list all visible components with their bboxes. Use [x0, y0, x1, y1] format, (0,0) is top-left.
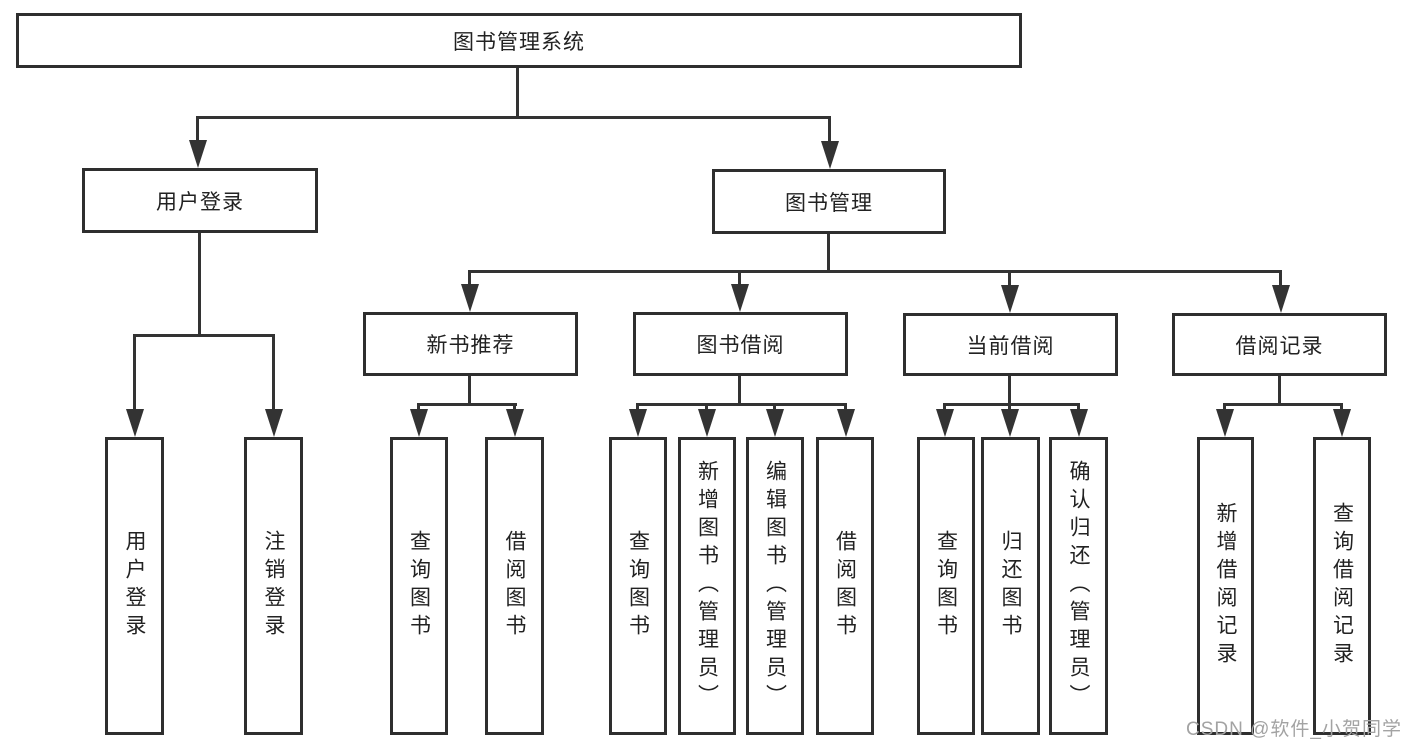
leaf-newbook-borrow-books-label: 借阅图书	[503, 530, 526, 642]
leaf-borrow-query-books-label: 查询图书	[626, 530, 650, 642]
connector-line	[773, 403, 776, 411]
node-new-book-recommend: 新书推荐	[363, 312, 578, 376]
arrow-down-icon	[461, 284, 479, 312]
leaf-newbook-query-books: 查询图书	[390, 437, 448, 735]
arrow-down-icon	[1070, 409, 1088, 437]
node-root: 图书管理系统	[16, 13, 1022, 68]
connector-line	[738, 376, 741, 406]
connector-line	[844, 403, 847, 411]
arrow-down-icon	[1272, 285, 1290, 313]
node-user-login-label: 用户登录	[156, 190, 244, 214]
leaf-borrow-query-books: 查询图书	[609, 437, 667, 735]
leaf-records-query-record: 查询借阅记录	[1313, 437, 1371, 735]
connector-line	[513, 403, 516, 411]
leaf-borrow-borrow-books-label: 借阅图书	[833, 530, 857, 642]
arrow-down-icon	[629, 409, 647, 437]
arrow-down-icon	[1333, 409, 1351, 437]
node-current-borrow-label: 当前借阅	[966, 334, 1055, 358]
connector-line	[468, 270, 471, 286]
connector-line	[1223, 403, 1226, 411]
leaf-borrow-borrow-books: 借阅图书	[816, 437, 874, 735]
leaf-records-add-record: 新增借阅记录	[1197, 437, 1254, 735]
node-borrow-records-label: 借阅记录	[1235, 334, 1324, 358]
connector-line	[827, 234, 830, 272]
connector-line	[516, 68, 519, 118]
node-current-borrow: 当前借阅	[903, 313, 1118, 376]
leaf-borrow-add-books-admin: 新增图书（管理员）	[678, 437, 736, 735]
leaf-borrow-edit-books-admin: 编辑图书（管理员）	[746, 437, 804, 735]
arrow-down-icon	[936, 409, 954, 437]
connector-line	[196, 116, 831, 119]
arrow-down-icon	[1216, 409, 1234, 437]
connector-line	[417, 403, 517, 406]
connector-line	[943, 403, 1080, 406]
arrow-down-icon	[1001, 285, 1019, 313]
leaf-logout-label: 注销登录	[262, 530, 285, 642]
leaf-current-return-books-label: 归还图书	[999, 530, 1022, 642]
connector-line	[198, 233, 201, 337]
leaf-current-confirm-return-admin-label: 确认归还（管理员）	[1067, 460, 1090, 712]
connector-line	[1008, 376, 1011, 406]
leaf-user-login-label: 用户登录	[123, 530, 146, 642]
connector-line	[468, 376, 471, 406]
connector-line	[272, 334, 275, 410]
arrow-down-icon	[410, 409, 428, 437]
node-new-book-recommend-label: 新书推荐	[426, 334, 515, 357]
node-root-label: 图书管理系统	[453, 30, 585, 54]
leaf-user-login: 用户登录	[105, 437, 164, 735]
arrow-down-icon	[698, 409, 716, 437]
connector-line	[828, 116, 831, 143]
connector-line	[133, 334, 136, 410]
leaf-current-confirm-return-admin: 确认归还（管理员）	[1049, 437, 1108, 735]
connector-line	[943, 403, 946, 411]
node-book-borrow-label: 图书借阅	[696, 334, 785, 357]
connector-line	[468, 270, 1282, 273]
arrow-down-icon	[189, 140, 207, 168]
connector-line	[1223, 403, 1343, 406]
connector-line	[1279, 270, 1282, 286]
arrow-down-icon	[821, 141, 839, 169]
connector-line	[636, 403, 847, 406]
leaf-borrow-add-books-admin-label: 新增图书（管理员）	[695, 460, 719, 712]
connector-line	[1008, 270, 1011, 286]
leaf-borrow-edit-books-admin-label: 编辑图书（管理员）	[763, 460, 787, 712]
arrow-down-icon	[837, 409, 855, 437]
node-user-login: 用户登录	[82, 168, 318, 233]
connector-line	[1340, 403, 1343, 411]
leaf-current-query-books: 查询图书	[917, 437, 975, 735]
connector-line	[1008, 403, 1011, 411]
connector-line	[133, 334, 275, 337]
arrow-down-icon	[265, 409, 283, 437]
connector-line	[705, 403, 708, 411]
leaf-current-query-books-label: 查询图书	[934, 530, 958, 642]
node-book-borrow: 图书借阅	[633, 312, 848, 376]
arrow-down-icon	[766, 409, 784, 437]
leaf-newbook-query-books-label: 查询图书	[407, 530, 431, 642]
watermark: CSDN @软件_小贺同学	[1186, 719, 1402, 740]
leaf-newbook-borrow-books: 借阅图书	[485, 437, 544, 735]
connector-line	[636, 403, 639, 411]
arrow-down-icon	[126, 409, 144, 437]
node-book-management-label: 图书管理	[785, 191, 873, 215]
arrow-down-icon	[1001, 409, 1019, 437]
arrow-down-icon	[731, 284, 749, 312]
connector-line	[1278, 376, 1281, 406]
leaf-records-add-record-label: 新增借阅记录	[1214, 502, 1237, 670]
leaf-records-query-record-label: 查询借阅记录	[1330, 502, 1354, 670]
leaf-logout: 注销登录	[244, 437, 303, 735]
leaf-current-return-books: 归还图书	[981, 437, 1040, 735]
connector-line	[417, 403, 420, 411]
node-book-management: 图书管理	[712, 169, 946, 234]
node-borrow-records: 借阅记录	[1172, 313, 1387, 376]
connector-line	[1077, 403, 1080, 411]
connector-line	[738, 270, 741, 286]
arrow-down-icon	[506, 409, 524, 437]
connector-line	[196, 116, 199, 142]
